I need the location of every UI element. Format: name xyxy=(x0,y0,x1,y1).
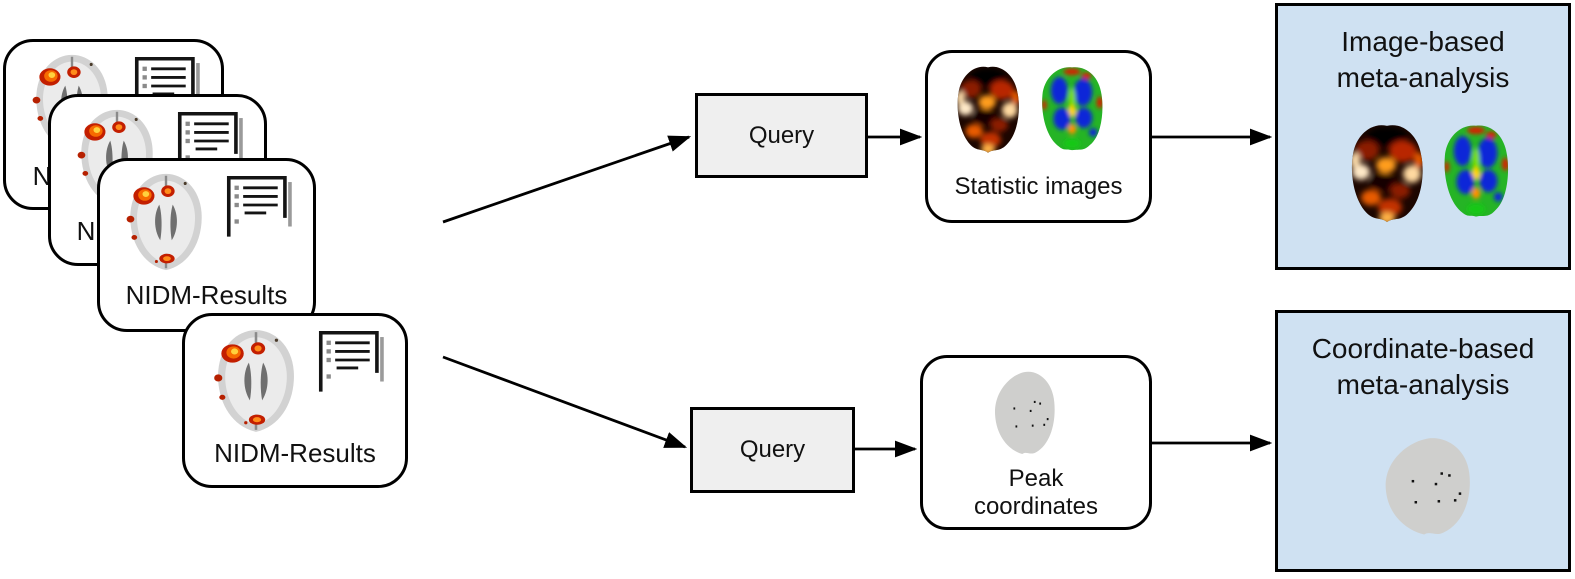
peak-coordinates-label-line1: Peak xyxy=(1008,465,1064,492)
peak-coordinates-node: Peak coordinates xyxy=(920,355,1152,530)
hot-colormap-brain-icon xyxy=(1342,121,1432,229)
peak-coordinates-label-line2: coordinates xyxy=(973,493,1099,520)
rainbow-colormap-brain-icon xyxy=(1436,122,1516,225)
panel-title-line2: meta-analysis xyxy=(1336,369,1510,400)
panel-title: Image-based meta-analysis xyxy=(1278,24,1568,96)
panel-title-line1: Image-based xyxy=(1341,26,1505,57)
coordinate-based-meta-analysis-panel: Coordinate-based meta-analysis xyxy=(1275,310,1571,572)
image-based-meta-analysis-panel: Image-based meta-analysis xyxy=(1275,3,1571,270)
nidm-results-card-3: NIDM-Results xyxy=(97,158,316,332)
panel-title-line1: Coordinate-based xyxy=(1311,333,1535,364)
arrow-cards-to-query-bottom xyxy=(442,355,688,449)
statistic-images-node: Statistic images xyxy=(925,50,1152,223)
document-icon xyxy=(223,172,295,238)
query-box-bottom: Query xyxy=(690,407,855,493)
gray-brain-peaks-icon xyxy=(991,369,1059,463)
statistic-images-label: Statistic images xyxy=(954,173,1123,200)
brain-activation-map-icon xyxy=(205,325,307,437)
panel-title-line2: meta-analysis xyxy=(1336,62,1510,93)
brain-activation-map-icon xyxy=(118,169,214,275)
document-icon xyxy=(315,327,387,393)
query-box-top: Query xyxy=(695,93,868,178)
hot-colormap-brain-icon xyxy=(949,63,1027,159)
card-label: NIDM-Results xyxy=(125,280,288,310)
rainbow-colormap-brain-icon xyxy=(1034,64,1110,158)
nidm-results-card-4: NIDM-Results xyxy=(182,313,408,488)
panel-title: Coordinate-based meta-analysis xyxy=(1278,331,1568,403)
arrow-cards-to-query-top xyxy=(442,135,692,224)
peak-coordinates-label: Peak coordinates xyxy=(923,465,1149,521)
card-label: NIDM-Results xyxy=(214,438,376,468)
gray-brain-peaks-icon xyxy=(1380,435,1476,545)
